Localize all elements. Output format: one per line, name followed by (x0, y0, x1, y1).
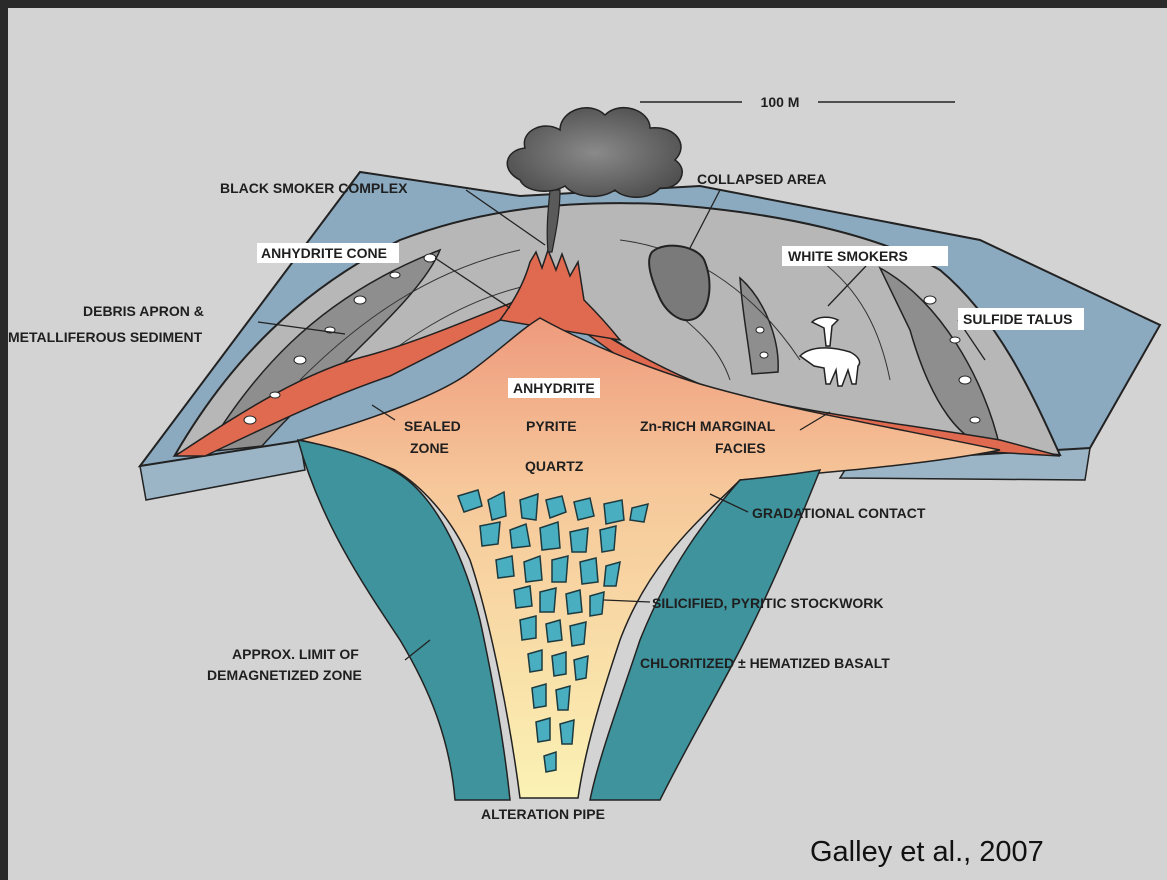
label-sealed-line2: ZONE (410, 440, 449, 456)
vms-deposit-diagram: 100 M BLACK SMOKER COMPLEX COLLAPSED ARE… (8, 8, 1167, 880)
label-alteration-pipe: ALTERATION PIPE (481, 806, 605, 822)
label-chloritized: CHLORITIZED ± HEMATIZED BASALT (640, 655, 890, 671)
label-anhydrite: ANHYDRITE (513, 380, 595, 396)
label-pyrite: PYRITE (526, 418, 577, 434)
label-approx-line2: DEMAGNETIZED ZONE (207, 667, 362, 683)
label-sulfide-talus: SULFIDE TALUS (963, 311, 1072, 327)
citation: Galley et al., 2007 (810, 836, 1044, 868)
label-debris-line2: METALLIFEROUS SEDIMENT (8, 329, 203, 345)
label-debris-line1: DEBRIS APRON & (83, 303, 204, 319)
label-quartz: QUARTZ (525, 458, 584, 474)
label-zn-line2: FACIES (715, 440, 766, 456)
label-sealed-line1: SEALED (404, 418, 461, 434)
label-white-smokers: WHITE SMOKERS (788, 248, 908, 264)
label-gradational: GRADATIONAL CONTACT (752, 505, 926, 521)
label-zn-line1: Zn-RICH MARGINAL (640, 418, 776, 434)
label-black-smoker: BLACK SMOKER COMPLEX (220, 180, 408, 196)
label-anhydrite-cone: ANHYDRITE CONE (261, 245, 387, 261)
scale-bar: 100 M (640, 94, 955, 110)
scale-label: 100 M (761, 94, 800, 110)
label-collapsed-area: COLLAPSED AREA (697, 171, 826, 187)
label-stockwork: SILICIFIED, PYRITIC STOCKWORK (652, 595, 884, 611)
slide: 100 M BLACK SMOKER COMPLEX COLLAPSED ARE… (8, 8, 1167, 880)
label-approx-line1: APPROX. LIMIT OF (232, 646, 359, 662)
